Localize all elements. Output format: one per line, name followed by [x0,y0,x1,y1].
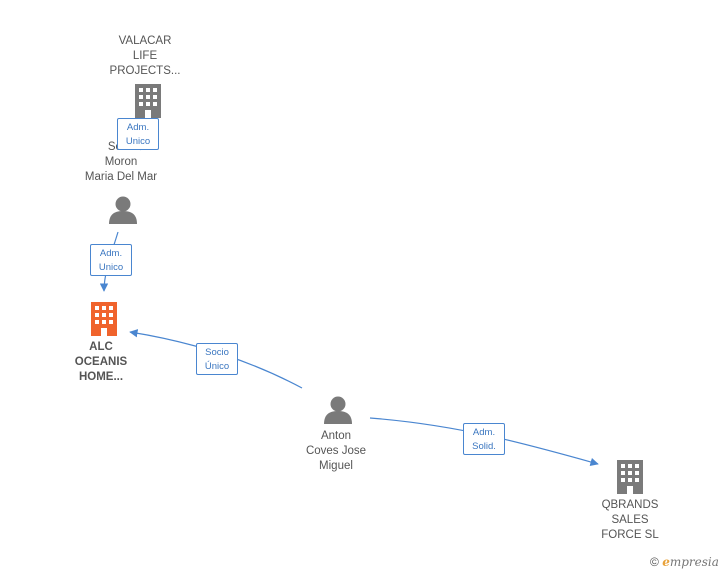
edge-label-anton-alc[interactable]: Socio Único [196,343,238,375]
node-label-valacar[interactable]: VALACAR LIFE PROJECTS... [95,34,195,79]
label-line: Coves Jose [305,445,367,457]
label-line: SALES [611,514,649,526]
node-label-alc[interactable]: ALC OCEANIS HOME... [56,340,146,385]
copyright-symbol: © [650,555,659,569]
label-line: Miguel [319,460,353,472]
edge-label-anton-qbrands[interactable]: Adm. Solid. [463,423,505,455]
empresia-watermark: © empresia [650,555,719,569]
label-line: Anton [320,430,352,442]
label-line: ALC [89,341,113,353]
edge-label-line: Unico [125,136,151,147]
node-label-anton[interactable]: Anton Coves Jose Miguel [286,429,386,474]
edge-label-line: Solid. [472,441,496,452]
building-icon[interactable] [91,302,117,336]
building-icon[interactable] [135,84,161,118]
edge-label-line: Unico [98,262,124,273]
label-line: VALACAR [118,35,172,47]
edge-label-sosa-valacar[interactable]: Adm. Unico [117,118,159,150]
person-icon[interactable] [324,396,352,425]
edge-label-sosa-alc[interactable]: Adm. Unico [90,244,132,276]
label-line: QBRANDS [601,499,659,511]
label-line: OCEANIS [74,356,128,368]
label-line: PROJECTS... [109,65,181,77]
brand-name: mpresia [669,555,719,569]
label-line: FORCE SL [601,529,659,541]
label-line: HOME... [78,371,124,383]
brand-logo: empresia [662,555,719,569]
label-line: LIFE [132,50,158,62]
brand-initial: e [662,555,670,569]
edge-label-line: Adm. [126,122,150,133]
building-icon[interactable] [617,460,643,494]
person-icon[interactable] [109,196,137,225]
label-line: Maria Del Mar [84,171,158,183]
label-line: Moron [104,156,138,168]
node-label-qbrands[interactable]: QBRANDS SALES FORCE SL [580,498,680,543]
edge-label-line: Único [204,361,230,372]
edge-label-line: Adm. [99,248,123,259]
edge-label-line: Socio [205,347,229,358]
edge-label-line: Adm. [472,427,496,438]
